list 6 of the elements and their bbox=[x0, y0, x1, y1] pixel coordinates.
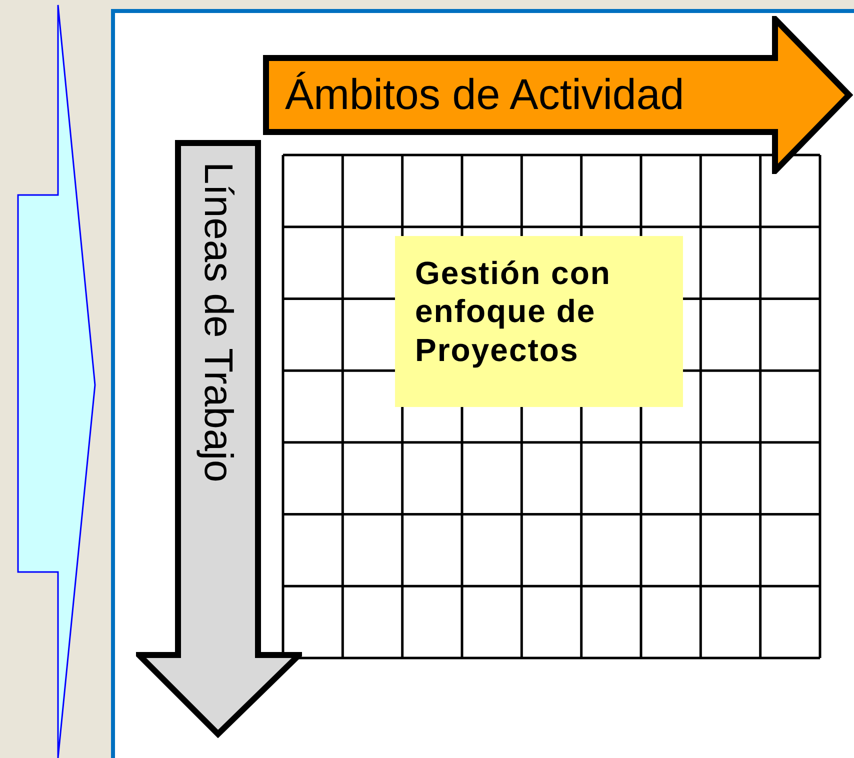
note-text: Gestión con enfoque de Proyectos bbox=[415, 254, 612, 370]
block-arrow bbox=[136, 140, 302, 738]
arrow-label: Ámbitos de Actividad bbox=[285, 70, 684, 121]
block-arrow bbox=[263, 16, 853, 174]
note-box bbox=[395, 236, 683, 407]
arrow-label: Líneas de Trabajo bbox=[195, 162, 241, 482]
